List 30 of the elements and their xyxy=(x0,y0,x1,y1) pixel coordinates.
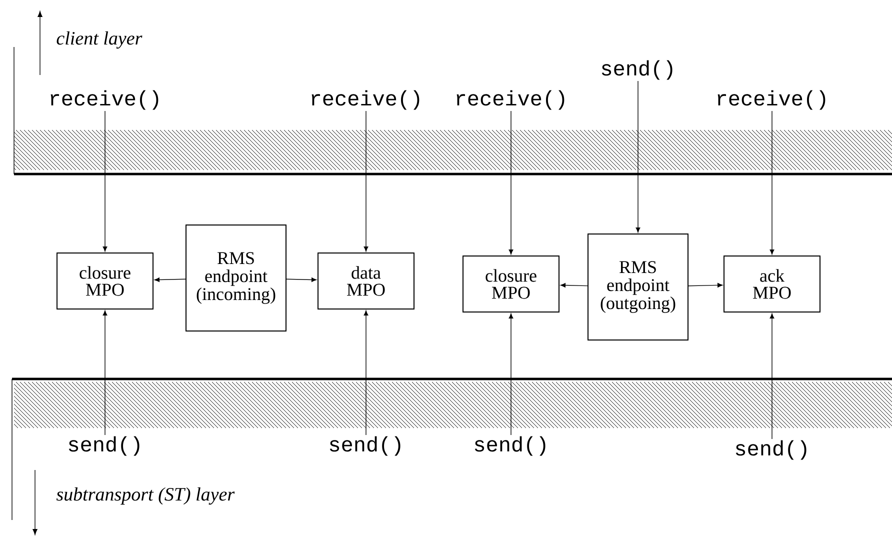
mpo-box: closure MPO xyxy=(56,252,154,310)
arrow xyxy=(286,278,317,282)
function-label: receive() xyxy=(312,90,420,110)
arrow xyxy=(770,110,774,255)
endpoint-box: RMS endpoint (incoming) xyxy=(186,224,286,332)
function-label: send() xyxy=(474,436,546,456)
function-label: send() xyxy=(602,60,672,80)
arrow xyxy=(770,313,774,440)
arrow xyxy=(102,110,108,252)
arrow xyxy=(688,283,723,288)
function-label: send() xyxy=(330,436,400,456)
layer-label: subtransport (ST) layer xyxy=(56,487,235,505)
arrow xyxy=(364,110,368,252)
arrow xyxy=(560,283,588,288)
function-label: send() xyxy=(68,436,140,456)
mpo-box: data MPO xyxy=(318,252,414,310)
arrow xyxy=(102,310,108,436)
layer-label: client layer xyxy=(56,31,142,49)
mpo-box: closure MPO xyxy=(462,256,560,312)
arrow xyxy=(364,310,368,436)
arrow xyxy=(636,80,640,233)
arrow xyxy=(508,110,514,255)
function-label: receive() xyxy=(718,90,826,110)
arrow xyxy=(154,278,186,282)
function-label: send() xyxy=(736,440,806,460)
function-label: receive() xyxy=(456,90,564,110)
function-label: receive() xyxy=(50,90,158,110)
endpoint-box: RMS endpoint (outgoing) xyxy=(588,234,688,340)
arrow xyxy=(508,313,514,436)
mpo-box: ack MPO xyxy=(724,256,820,312)
